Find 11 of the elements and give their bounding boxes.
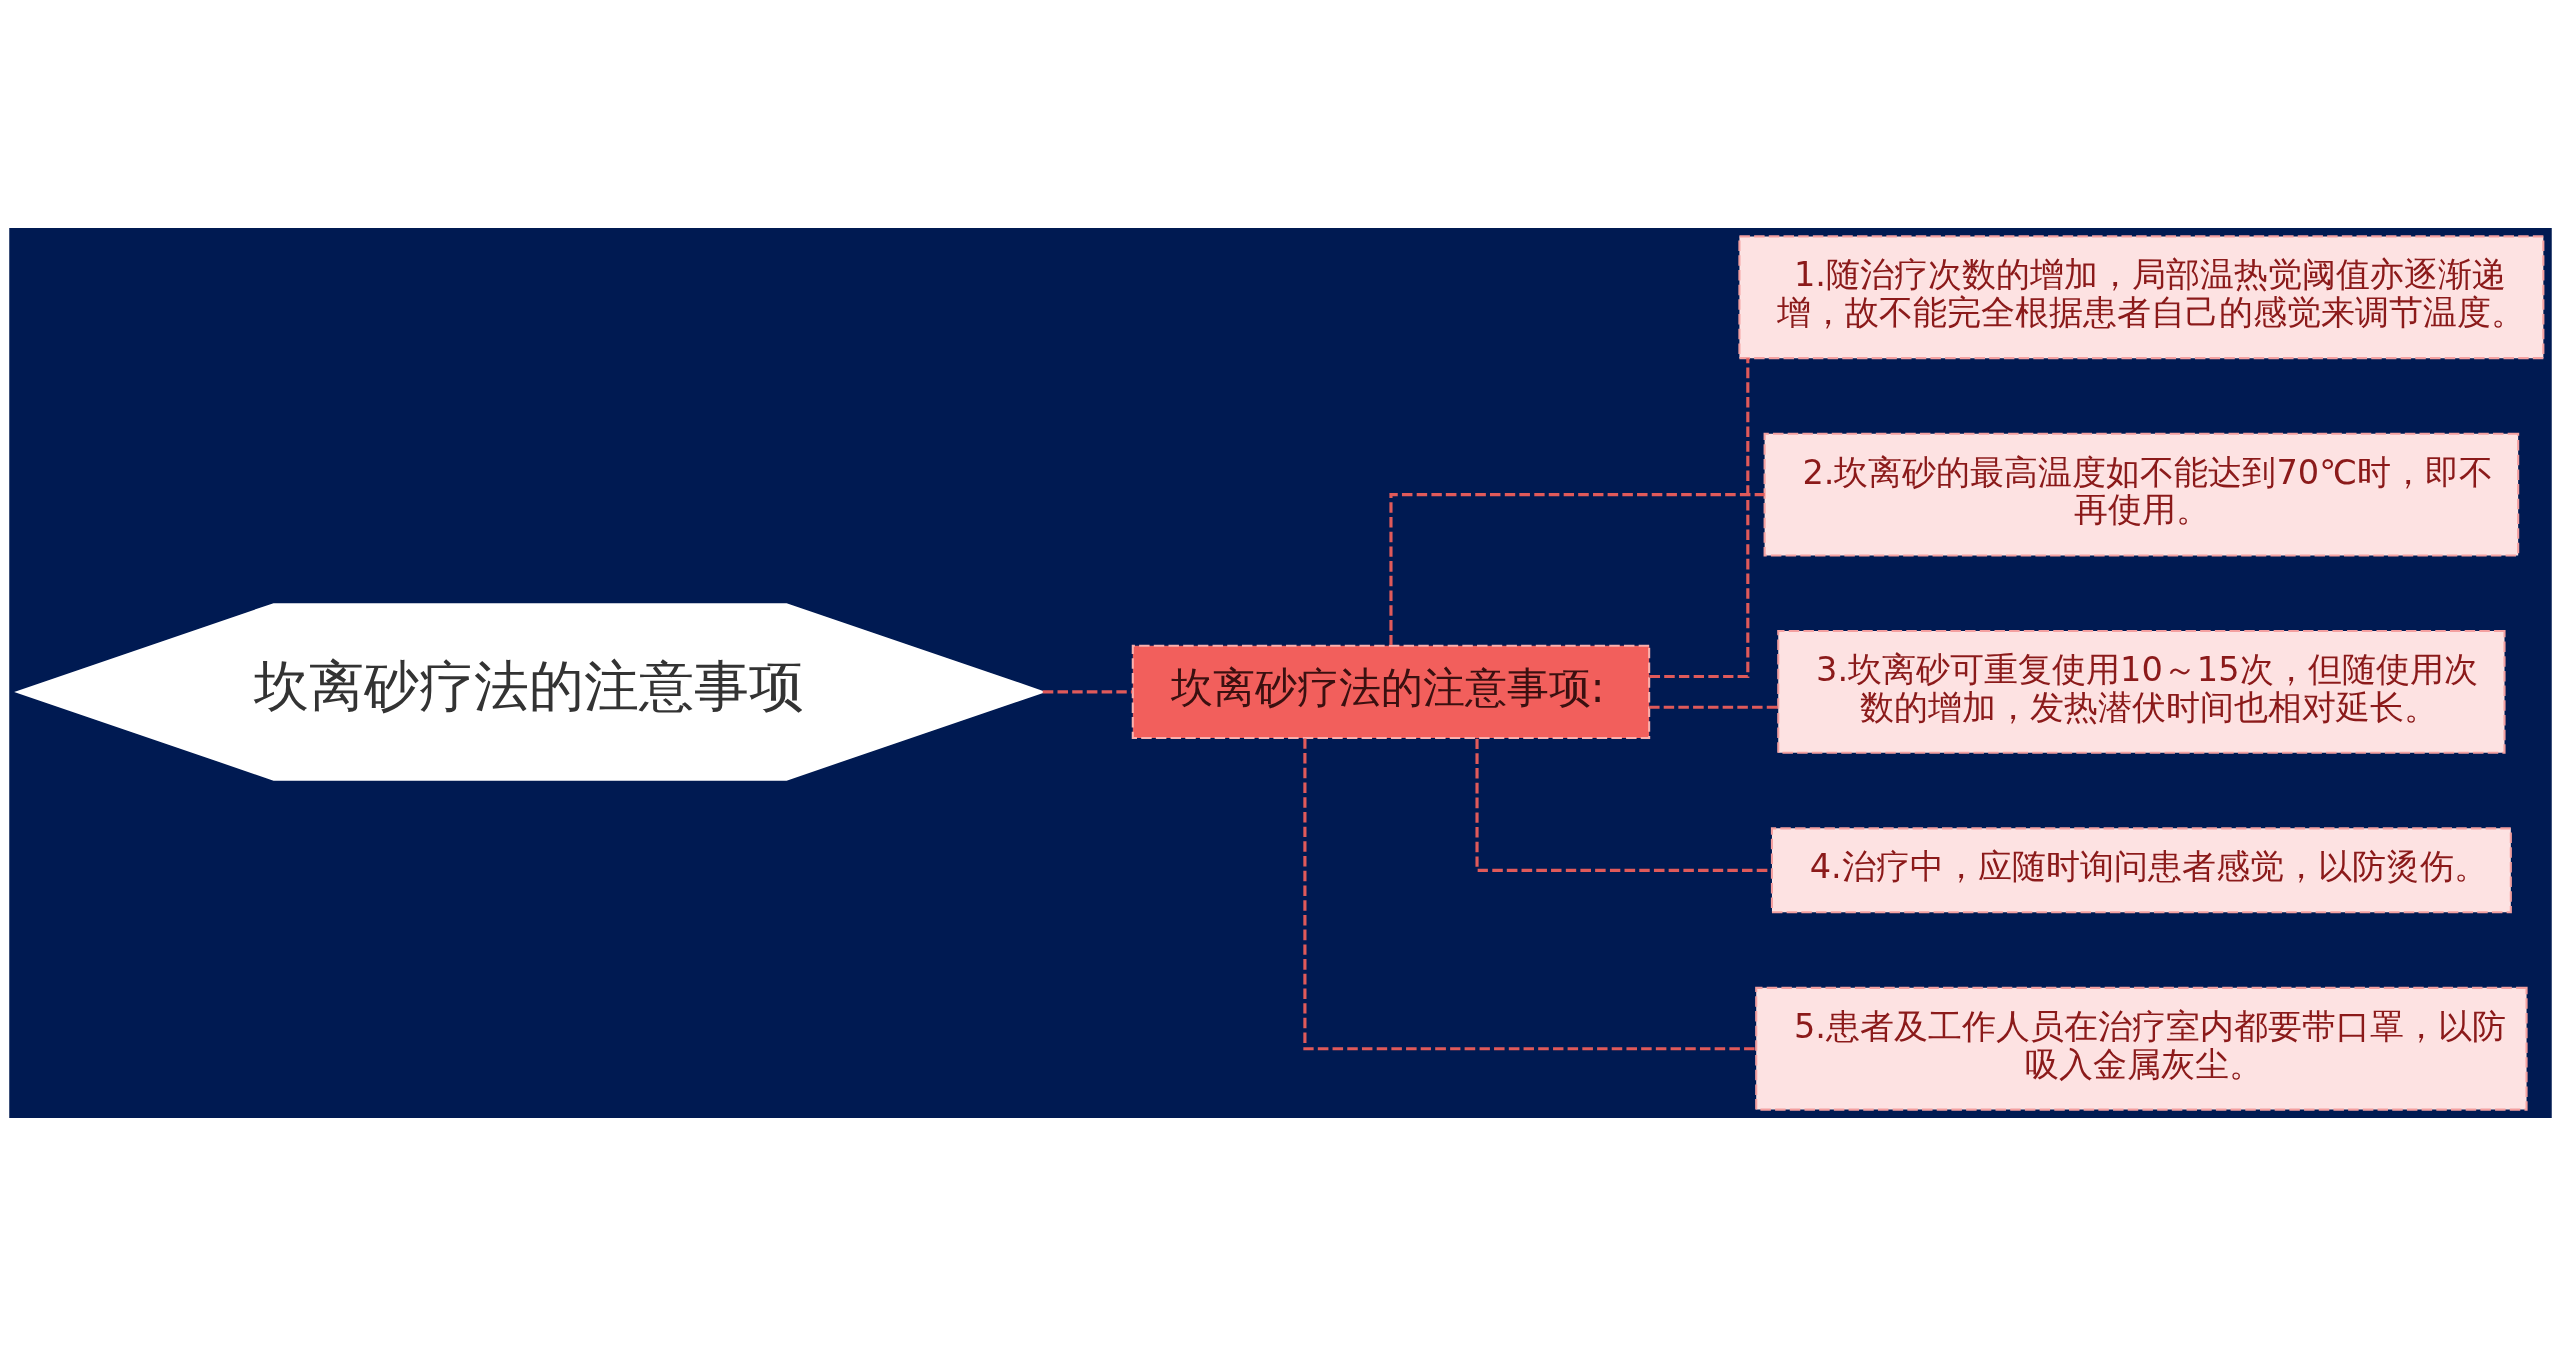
node-box: 坎离砂疗法的注意事项:: [1131, 644, 1650, 739]
connector: [1648, 705, 1778, 709]
node-box: 3.坎离砂可重复使用10～15次，但随使用次数的增加，发热潜伏时间也相对延长。: [1776, 629, 2506, 754]
node-box: 5.患者及工作人员在治疗室内都要带口罩，以防吸入金属灰尘。: [1754, 986, 2528, 1111]
node-box: 2.坎离砂的最高温度如不能达到70℃时，即不再使用。: [1763, 432, 2519, 556]
connector: [1648, 357, 1749, 678]
node-box: 4.治疗中，应随时询问患者感觉，以防烫伤。: [1770, 826, 2512, 913]
connector: [1042, 689, 1132, 693]
connector: [1388, 492, 1765, 645]
connector: [1302, 738, 1756, 1050]
node-box: 1.随治疗次数的增加，局部温热觉阈值亦逐渐递增，故不能完全根据患者自己的感觉来调节温度。: [1737, 234, 2544, 359]
